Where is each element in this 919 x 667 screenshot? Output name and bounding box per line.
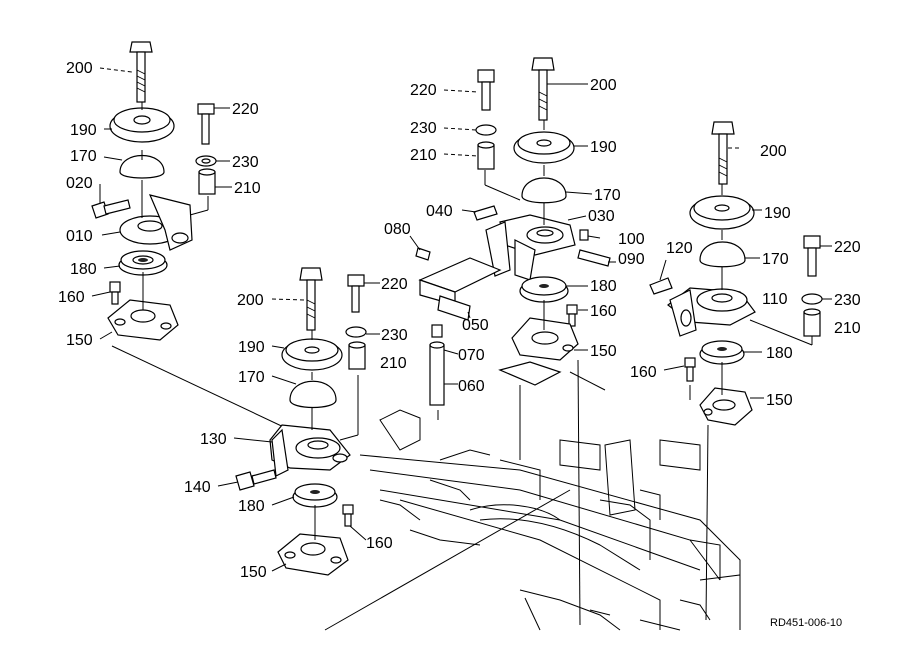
- callout-150-left: 150: [66, 332, 93, 349]
- callout-170-center-bottom: 170: [238, 369, 265, 386]
- callout-150-center-top: 150: [590, 343, 617, 360]
- callout-130-center-bottom: 130: [200, 431, 227, 448]
- callout-190-center-top: 190: [590, 139, 617, 156]
- callout-080-center-top: 080: [384, 221, 411, 238]
- callout-090-center-top: 090: [618, 251, 645, 268]
- callout-190-left: 190: [70, 122, 97, 139]
- callout-220-center-bottom: 220: [381, 276, 408, 293]
- callout-060-center-top: 060: [458, 378, 485, 395]
- right-mount-assembly: [649, 121, 823, 426]
- callout-160-center-top: 160: [590, 303, 617, 320]
- callout-210-right: 210: [834, 320, 861, 337]
- reference-code: RD451-006-10: [770, 617, 842, 629]
- callout-140-center-bottom: 140: [184, 479, 211, 496]
- callout-230-left: 230: [232, 154, 259, 171]
- callout-210-center-top: 210: [410, 147, 437, 164]
- callout-200-right: 200: [760, 143, 787, 160]
- callout-210-center-bottom: 210: [380, 355, 407, 372]
- callout-190-right: 190: [764, 205, 791, 222]
- callout-180-right: 180: [766, 345, 793, 362]
- callout-160-right: 160: [630, 364, 657, 381]
- center-top-mount-assembly: [415, 57, 611, 406]
- callout-100-center-top: 100: [618, 231, 645, 248]
- callout-040-center-top: 040: [426, 203, 453, 220]
- callout-200-center-bottom: 200: [237, 292, 264, 309]
- callout-160-center-bottom: 160: [366, 535, 393, 552]
- callout-230-center-top: 230: [410, 120, 437, 137]
- leader-lines: [111, 170, 813, 631]
- callout-180-center-bottom: 180: [238, 498, 265, 515]
- callout-220-right: 220: [834, 239, 861, 256]
- callout-220-left: 220: [232, 101, 259, 118]
- callout-170-left: 170: [70, 148, 97, 165]
- chassis-frame: [359, 409, 741, 631]
- callout-230-right: 230: [834, 292, 861, 309]
- callout-030-center-top: 030: [588, 208, 615, 225]
- callout-170-center-top: 170: [594, 187, 621, 204]
- callout-050-center-top: 050: [462, 317, 489, 334]
- callout-010-left: 010: [66, 228, 93, 245]
- callout-200-left: 200: [66, 60, 93, 77]
- callout-150-right: 150: [766, 392, 793, 409]
- callout-110-right: 110: [762, 291, 788, 308]
- callouts: 200 190 170 020 010 180 160 150 220 230 …: [58, 60, 861, 629]
- callout-020-left: 020: [66, 175, 93, 192]
- callout-180-left: 180: [70, 261, 97, 278]
- callout-190-center-bottom: 190: [238, 339, 265, 356]
- callout-180-center-top: 180: [590, 278, 617, 295]
- center-bottom-mount-assembly: [235, 267, 367, 576]
- callout-170-right: 170: [762, 251, 789, 268]
- callout-160-left: 160: [58, 289, 85, 306]
- callout-200-center-top: 200: [590, 77, 617, 94]
- left-mount-assembly: [91, 41, 217, 341]
- callout-120-right: 120: [666, 240, 693, 257]
- callout-230-center-bottom: 230: [381, 327, 408, 344]
- callout-220-center-top: 220: [410, 82, 437, 99]
- callout-150-center-bottom: 150: [240, 564, 267, 581]
- callout-070-center-top: 070: [458, 347, 485, 364]
- callout-210-left: 210: [234, 180, 261, 197]
